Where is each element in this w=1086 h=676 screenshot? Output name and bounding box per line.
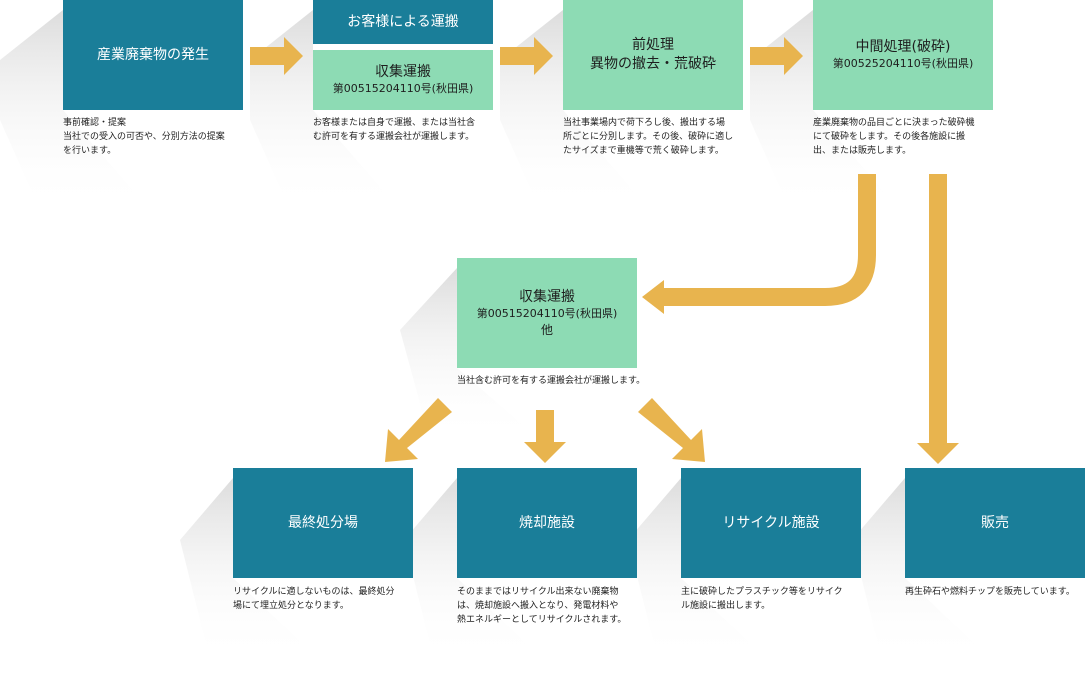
desc-line: 出、または販売します。 [813,145,912,156]
intermediate-process-desc: 産業廃棄物の品目ごとに決まった破砕機 にて破砕をします。その後各施設に搬 出、ま… [813,117,1013,159]
collection-transport-2-box: 収集運搬 第00515204110号(秋田県) 他 [457,258,637,368]
desc-line: は、焼却施設へ搬入となり、発電材料や [457,600,619,611]
waste-generation-desc: 事前確認・提案 当社での受入の可否や、分別方法の提案 を行います。 [63,117,263,159]
desc-line: 再生砕石や燃料チップを販売しています。 [905,587,1075,597]
recycle-facility-title: リサイクル施設 [722,514,820,531]
sales-box: 販売 [905,468,1085,578]
collection-transport-2-title: 収集運搬 [519,289,575,306]
arrow-to-recycle [638,398,705,462]
desc-line: 所ごとに分別します。その後、破砕に適し [563,131,734,142]
desc-line: 当社事業場内で荷下ろし後、搬出する場 [563,118,726,128]
landfill-desc: リサイクルに適しないものは、最終処分 場にて埋立処分となります。 [233,586,438,614]
desc-line: 当社での受入の可否や、分別方法の提案 [63,131,225,142]
desc-line: む許可を有する運搬会社が運搬します。 [313,131,475,142]
desc-line: リサイクルに適しないものは、最終処分 [233,587,395,597]
arrow-right-3 [750,37,803,75]
desc-line: を行います。 [63,145,117,156]
desc-line: 当社含む許可を有する運搬会社が運搬します。 [457,376,646,386]
collection-transport-2-desc: 当社含む許可を有する運搬会社が運搬します。 [457,375,697,389]
desc-line: 主に破砕したプラスチック等をリサイク [681,587,843,597]
arrow-to-landfill [385,398,452,462]
preprocess-title-line2: 異物の撤去・荒破砕 [590,56,716,72]
desc-line: 事前確認・提案 [63,118,127,128]
desc-line: 熱エネルギーとしてリサイクルされます。 [457,614,627,625]
incineration-desc: そのままではリサイクル出来ない廃棄物 は、焼却施設へ搬入となり、発電材料や 熱エ… [457,586,662,628]
desc-line: にて破砕をします。その後各施設に搬 [813,131,966,142]
landfill-box: 最終処分場 [233,468,413,578]
arrow-down-incineration [524,410,566,463]
customer-transport-title: お客様による運搬 [347,13,459,30]
desc-line: そのままではリサイクル出来ない廃棄物 [457,587,619,597]
desc-line: お客様または自身で運搬、または当社含 [313,118,476,128]
desc-line: 場にて埋立処分となります。 [233,600,349,611]
arrow-curve-to-collection [662,174,876,306]
incineration-box: 焼却施設 [457,468,637,578]
waste-generation-title: 産業廃棄物の発生 [97,46,209,63]
arrow-curve-head [642,280,664,314]
arrow-right-2 [500,37,553,75]
waste-generation-box: 産業廃棄物の発生 [63,0,243,110]
intermediate-process-title: 中間処理(破砕) [855,39,951,56]
desc-line: 産業廃棄物の品目ごとに決まった破砕機 [813,118,975,128]
collection-transport-license: 第00515204110号(秋田県) [332,82,474,96]
recycle-facility-box: リサイクル施設 [681,468,861,578]
collection-transport-box: 収集運搬 第00515204110号(秋田県) [313,50,493,110]
intermediate-process-license: 第00525204110号(秋田県) [832,57,974,71]
sales-title: 販売 [981,514,1009,531]
collection-transport-2-license: 第00515204110号(秋田県) [476,306,618,320]
preprocess-box: 前処理 異物の撤去・荒破砕 [563,0,743,110]
preprocess-desc: 当社事業場内で荷下ろし後、搬出する場 所ごとに分別します。その後、破砕に適し た… [563,117,763,159]
landfill-title: 最終処分場 [288,514,358,531]
sales-desc: 再生砕石や燃料チップを販売しています。 [905,586,1085,600]
intermediate-process-box: 中間処理(破砕) 第00525204110号(秋田県) [813,0,993,110]
incineration-title: 焼却施設 [519,514,575,531]
collection-transport-desc: お客様または自身で運搬、または当社含 む許可を有する運搬会社が運搬します。 [313,117,513,145]
arrow-down-sales [917,174,959,464]
recycle-facility-desc: 主に破砕したプラスチック等をリサイク ル施設に搬出します。 [681,586,886,614]
collection-transport-2-others: 他 [540,322,553,337]
desc-line: ル施設に搬出します。 [681,600,771,611]
preprocess-title-line1: 前処理 [632,37,674,54]
customer-transport-box: お客様による運搬 [313,0,493,44]
arrow-right-1 [250,37,303,75]
desc-line: たサイズまで重機等で荒く破砕します。 [563,145,724,156]
collection-transport-title: 収集運搬 [375,64,431,81]
